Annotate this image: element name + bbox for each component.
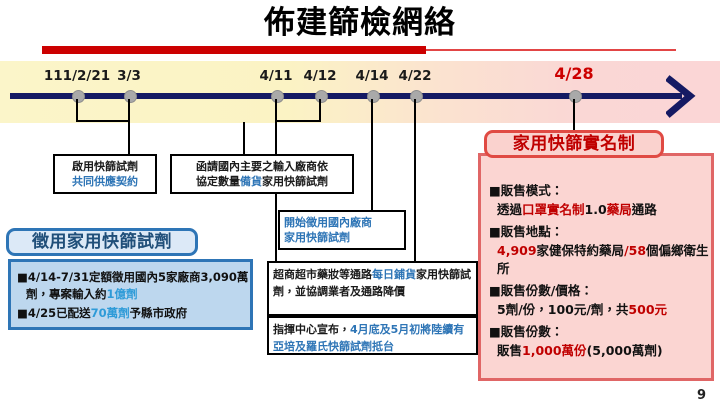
timeline-label-5: 4/14 (355, 68, 389, 84)
title-underline-thick (42, 46, 426, 54)
blue-list-item: ■4/14-7/31定額徵用國內5家廠商3,090萬劑，專案輸入約1億劑 (17, 270, 249, 301)
timeline-label-2: 3/3 (117, 68, 141, 84)
connector-line (76, 99, 78, 122)
blue-callout-heading: 徵用家用快篩試劑 (6, 228, 198, 256)
connector-line (275, 120, 321, 122)
timeline-dot-7[interactable] (569, 90, 582, 103)
timeline-dot-5[interactable] (367, 90, 380, 103)
blue-callout-body: ■4/14-7/31定額徵用國內5家廠商3,090萬劑，專案輸入約1億劑 ■4/… (17, 269, 250, 324)
timeline-dot-1[interactable] (72, 90, 85, 103)
note-text-highlight: 每日鋪貨 (372, 268, 416, 281)
timeline-dot-2[interactable] (124, 90, 137, 103)
timeline-dot-3[interactable] (271, 90, 284, 103)
page-number: 9 (696, 388, 706, 403)
connector-line (319, 99, 321, 122)
connector-line (243, 122, 245, 155)
blue-list-item: ■4/25已配送70萬劑予縣市政府 (17, 306, 188, 320)
connector-line (414, 99, 416, 316)
timeline-axis (10, 93, 682, 99)
note-importer-stock: 函請國內主要之輸入廠商依 協定數量備貨家用快篩試劑 (170, 154, 354, 194)
note-text: 超商超市藥妝等通路 (273, 268, 372, 281)
connector-line (76, 120, 130, 122)
red-list-detail: 透過口罩實名制1.0藥局通路 (497, 202, 657, 217)
red-list-detail: 販售1,000萬份(5,000萬劑) (497, 343, 663, 358)
timeline-arrow-icon (666, 75, 696, 118)
timeline-dot-4[interactable] (315, 90, 328, 103)
red-list-bullet: ■販售份數/價格： (489, 283, 593, 298)
note-cecc-announce: 指揮中心宣布，4月底及5月初將陸續有亞培及羅氏快篩試劑抵台 (267, 316, 478, 355)
note-line: 家用快篩試劑 (284, 231, 350, 244)
note-start-requisition: 開始徵用國內廠商 家用快篩試劑 (278, 210, 406, 250)
timeline-label-1: 111/2/21 (43, 68, 111, 84)
timeline-dot-6[interactable] (410, 90, 423, 103)
red-callout-body: ■販售模式： 透過口罩實名制1.0藥局通路 ■販售地點： 4,909家健保特約藥… (489, 182, 711, 364)
connector-line (371, 99, 373, 210)
red-callout-heading: 家用快篩實名制 (484, 130, 664, 158)
connector-line (573, 99, 575, 131)
note-line: 協定數量備貨家用快篩試劑 (196, 175, 328, 188)
red-list-detail: 4,909家健保特約藥局/58個偏鄉衛生所 (497, 243, 709, 276)
timeline-label-4: 4/12 (303, 68, 337, 84)
timeline-band (0, 61, 720, 123)
note-line: 啟用快篩試劑 (72, 160, 138, 173)
timeline-label-7: 4/28 (554, 64, 594, 83)
title-underline-thin (426, 49, 676, 51)
note-text: 家用快篩試劑，並協調業者及通路降價 (273, 268, 471, 298)
note-line: 開始徵用國內廠商 (284, 216, 372, 229)
red-callout-card: ■販售模式： 透過口罩實名制1.0藥局通路 ■販售地點： 4,909家健保特約藥… (478, 153, 714, 381)
note-line: 函請國內主要之輸入廠商依 (196, 160, 328, 173)
red-list-bullet: ■販售地點： (489, 224, 564, 239)
note-text: 指揮中心宣布， (273, 323, 350, 336)
red-list-bullet: ■販售模式： (489, 183, 564, 198)
timeline-label-6: 4/22 (398, 68, 432, 84)
connector-line (128, 99, 130, 155)
page-title: 佈建篩檢網絡 (264, 5, 456, 41)
note-supply-contract: 啟用快篩試劑 共同供應契約 (53, 154, 157, 194)
timeline-label-3: 4/11 (259, 68, 293, 84)
red-list-detail: 5劑/份，100元/劑，共500元 (497, 302, 668, 317)
red-list-bullet: ■販售份數： (489, 324, 564, 339)
blue-callout-card: ■4/14-7/31定額徵用國內5家廠商3,090萬劑，專案輸入約1億劑 ■4/… (8, 259, 253, 330)
note-line: 共同供應契約 (72, 175, 138, 188)
note-channel-supply: 超商超市藥妝等通路每日鋪貨家用快篩試劑，並協調業者及通路降價 (267, 261, 478, 316)
note-text-highlight: 4月底及5月初將陸續有亞培及羅氏快篩試劑抵台 (273, 323, 465, 353)
